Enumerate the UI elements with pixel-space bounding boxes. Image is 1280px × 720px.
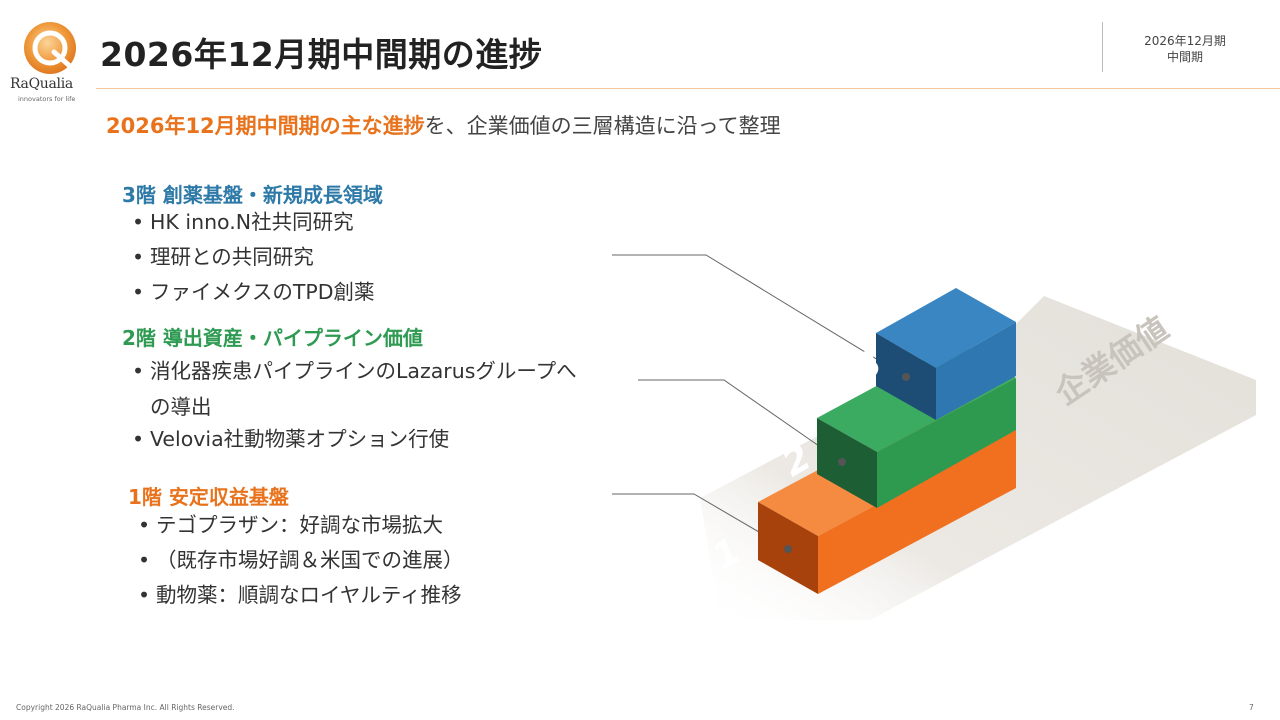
period-line-2: 中間期 — [1166, 50, 1203, 64]
copyright-footer: Copyright 2026 RaQualia Pharma Inc. All … — [16, 703, 235, 712]
period-label: 2026年12月期 中間期 — [1110, 33, 1260, 65]
header-rule — [96, 88, 1280, 89]
floor1-list: テゴプラザン：好調な市場拡大 （既存市場好調＆米国での進展） 動物薬：順調なロイ… — [138, 508, 464, 613]
step2-side — [877, 378, 1016, 508]
leader-line-2 — [638, 379, 843, 463]
step3-side — [936, 322, 1016, 420]
floor3-list: HK inno.N社共同研究 理研との共同研究 ファイメクスのTPD創薬 — [132, 205, 375, 310]
floor2-list: 消化器疾患パイプラインのLazarusグループへ — [132, 354, 577, 389]
slide-subtitle: 2026年12月期中間期の主な進捗を、企業価値の三層構造に沿って整理 — [106, 110, 781, 140]
logo-tagline: innovators for life — [18, 95, 76, 103]
subtitle-highlight: 2026年12月期中間期の主な進捗 — [106, 114, 425, 138]
floor2-list-b: Velovia社動物薬オプション行使 — [132, 422, 449, 457]
leader-dot-2 — [838, 458, 846, 466]
raqualia-logo — [24, 22, 76, 74]
list-item: Velovia社動物薬オプション行使 — [132, 422, 449, 457]
floor3-heading: 3階 創薬基盤・新規成長領域 — [122, 183, 383, 207]
floor1-heading: 1階 安定収益基盤 — [128, 485, 289, 509]
leader-line-3 — [612, 254, 907, 378]
step3-top — [876, 288, 1016, 368]
page-number: 7 — [1249, 703, 1254, 712]
list-item: 理研との共同研究 — [132, 240, 375, 275]
list-item: ファイメクスのTPD創薬 — [132, 275, 375, 310]
floor2-heading: 2階 導出資産・パイプライン価値 — [122, 326, 423, 350]
logo-name: RaQualia — [10, 76, 73, 92]
list-item: （既存市場好調＆米国での進展） — [138, 543, 464, 578]
header-divider — [1102, 22, 1103, 72]
leader-dot-3 — [902, 373, 910, 381]
list-item: 動物薬：順調なロイヤルティ推移 — [138, 578, 464, 613]
list-item: テゴプラザン：好調な市場拡大 — [138, 508, 464, 543]
list-item: 消化器疾患パイプラインのLazarusグループへ — [132, 354, 577, 389]
period-line-1: 2026年12月期 — [1144, 34, 1226, 48]
step2-front — [817, 418, 877, 508]
step1-side — [818, 430, 1016, 594]
leader-dot-1 — [784, 545, 792, 553]
list-item-continuation: の導出 — [150, 395, 212, 419]
page-title: 2026年12月期中間期の進捗 — [100, 35, 543, 74]
subtitle-rest: を、企業価値の三層構造に沿って整理 — [424, 114, 781, 138]
leader-line-1 — [612, 493, 789, 550]
list-item: HK inno.N社共同研究 — [132, 205, 375, 240]
